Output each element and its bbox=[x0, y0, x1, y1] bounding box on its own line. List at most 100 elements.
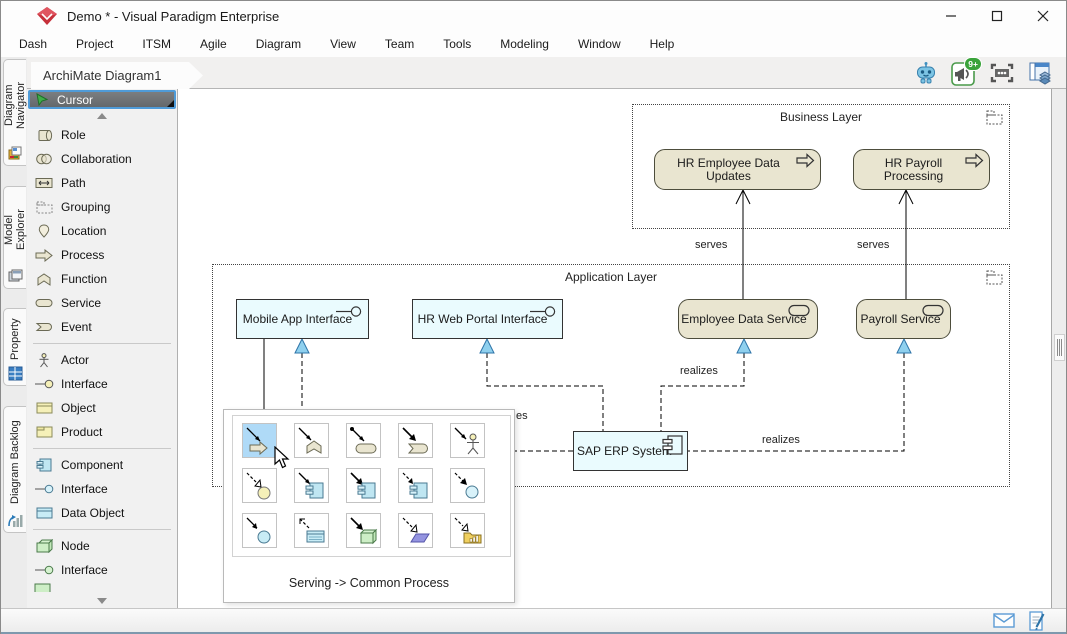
menu-itsm[interactable]: ITSM bbox=[142, 37, 172, 51]
sidebar-tab-diagram-backlog[interactable]: Diagram Backlog bbox=[3, 406, 26, 533]
node-hr-web-portal-interface[interactable]: HR Web Portal Interface bbox=[412, 299, 563, 339]
sidebar-tab-diagram-navigator[interactable]: Diagram Navigator bbox=[3, 59, 27, 166]
panel-splitter-grip[interactable] bbox=[1054, 334, 1065, 361]
close-button[interactable] bbox=[1020, 1, 1066, 31]
palette-item-process[interactable]: Process bbox=[27, 243, 177, 267]
palette-item-collaboration[interactable]: Collaboration bbox=[27, 147, 177, 171]
menu-tools[interactable]: Tools bbox=[443, 37, 472, 51]
edit-note-icon[interactable] bbox=[1029, 610, 1046, 631]
palette-item-interface-application[interactable]: Interface bbox=[27, 477, 177, 501]
diagram-edges bbox=[263, 188, 914, 452]
menu-window[interactable]: Window bbox=[577, 37, 621, 51]
node-payroll-service[interactable]: Payroll Service bbox=[856, 299, 951, 339]
palette-item-event[interactable]: Event bbox=[27, 315, 177, 339]
tool-palette: Cursor Role Collaboration Path bbox=[27, 89, 178, 608]
palette-item-service[interactable]: Service bbox=[27, 291, 177, 315]
catalog-cell-serving-to-node[interactable] bbox=[346, 513, 381, 548]
diagram-canvas[interactable]: Business Layer Application Layer bbox=[178, 89, 1051, 608]
menu-project[interactable]: Project bbox=[76, 37, 114, 51]
title-bar: Demo * - Visual Paradigm Enterprise bbox=[1, 1, 1066, 31]
menu-agile[interactable]: Agile bbox=[200, 37, 227, 51]
menu-help[interactable]: Help bbox=[649, 37, 675, 51]
palette-item-partial[interactable] bbox=[27, 582, 177, 592]
palette-scroll-down[interactable] bbox=[27, 594, 177, 608]
menu-view[interactable]: View bbox=[330, 37, 356, 51]
sidebar-tab-property[interactable]: Property bbox=[3, 308, 26, 386]
menu-dash[interactable]: Dash bbox=[19, 37, 48, 51]
palette-item-location[interactable]: Location bbox=[27, 219, 177, 243]
palette-cursor-tool[interactable]: Cursor bbox=[28, 90, 176, 109]
palette-divider bbox=[33, 448, 171, 449]
palette-item-node[interactable]: Node bbox=[27, 534, 177, 558]
palette-item-role[interactable]: Role bbox=[27, 123, 177, 147]
data-object-icon bbox=[34, 507, 54, 519]
side-tab-strip: Diagram Navigator Model Explorer Propert… bbox=[1, 57, 27, 608]
catalog-cell-serving-to-component[interactable] bbox=[294, 468, 329, 503]
node-icon bbox=[34, 539, 54, 553]
maximize-button[interactable] bbox=[974, 1, 1020, 31]
path-icon bbox=[34, 177, 54, 189]
edge-label-serves: serves bbox=[695, 239, 728, 251]
service-icon bbox=[34, 298, 54, 308]
palette-item-product[interactable]: Product bbox=[27, 420, 177, 444]
edge-label-realizes: realizes bbox=[680, 365, 718, 377]
catalog-cell-serving-to-interface-blue[interactable] bbox=[242, 513, 277, 548]
palette-scroll-up[interactable] bbox=[27, 109, 177, 123]
whats-new-megaphone-icon[interactable]: 9+ bbox=[950, 57, 982, 86]
catalog-cell-realization-to-component[interactable] bbox=[398, 468, 433, 503]
catalog-cell-serving-to-service[interactable] bbox=[346, 423, 381, 458]
node-mobile-app-interface[interactable]: Mobile App Interface bbox=[236, 299, 369, 339]
palette-item-component[interactable]: Component bbox=[27, 453, 177, 477]
catalog-cell-serving-to-actor[interactable] bbox=[450, 423, 485, 458]
application-layer-group[interactable]: Application Layer bbox=[212, 264, 1010, 487]
catalog-cell-serving-to-process[interactable] bbox=[242, 423, 277, 458]
diagram-backlog-icon bbox=[7, 513, 23, 528]
edge-label-realizes: realizes bbox=[762, 434, 800, 446]
palette-item-data-object[interactable]: Data Object bbox=[27, 501, 177, 525]
catalog-cell-serving-to-function[interactable] bbox=[294, 423, 329, 458]
ai-robot-icon[interactable] bbox=[912, 60, 940, 86]
palette-item-function[interactable]: Function bbox=[27, 267, 177, 291]
tab-archimate-diagram1[interactable]: ArchiMate Diagram1 bbox=[31, 62, 203, 89]
palette-item-path[interactable]: Path bbox=[27, 171, 177, 195]
node-hr-employee-data-updates[interactable]: HR Employee Data Updates bbox=[654, 149, 821, 190]
palette-item-object[interactable]: Object bbox=[27, 396, 177, 420]
node-hr-payroll-processing[interactable]: HR Payroll Processing bbox=[853, 149, 990, 190]
menu-diagram[interactable]: Diagram bbox=[255, 37, 302, 51]
role-icon bbox=[34, 129, 54, 142]
palette-item-interface-technology[interactable]: Interface bbox=[27, 558, 177, 582]
visual-paradigm-logo-icon bbox=[37, 7, 57, 25]
business-process-icon bbox=[796, 153, 815, 171]
interface-lollipop-icon bbox=[336, 306, 362, 320]
catalog-cell-access-to-data-object[interactable] bbox=[294, 513, 329, 548]
palette-divider bbox=[33, 529, 171, 530]
collaboration-icon bbox=[34, 153, 54, 165]
palette-item-actor[interactable]: Actor bbox=[27, 348, 177, 372]
mail-icon[interactable] bbox=[993, 613, 1015, 628]
menu-team[interactable]: Team bbox=[384, 37, 415, 51]
node-sap-erp-system[interactable]: SAP ERP System bbox=[573, 431, 688, 471]
grouping-corner-icon bbox=[986, 110, 1003, 130]
palette-item-interface-business[interactable]: Interface bbox=[27, 372, 177, 396]
menu-modeling[interactable]: Modeling bbox=[500, 37, 549, 51]
interface-lollipop-green-icon bbox=[34, 565, 54, 575]
business-layer-label: Business Layer bbox=[779, 110, 863, 124]
catalog-cell-realization-to-deliverable[interactable] bbox=[450, 513, 485, 548]
sidebar-tab-model-explorer[interactable]: Model Explorer bbox=[3, 186, 27, 289]
node-employee-data-service[interactable]: Employee Data Service bbox=[678, 299, 818, 339]
product-icon bbox=[34, 426, 54, 438]
catalog-cell-realization-to-interface-yellow[interactable] bbox=[242, 468, 277, 503]
palette-item-grouping[interactable]: Grouping bbox=[27, 195, 177, 219]
catalog-cell-realization-to-interface-filled[interactable] bbox=[450, 468, 485, 503]
business-layer-group[interactable]: Business Layer bbox=[632, 104, 1010, 229]
catalog-cell-triggering-to-event[interactable] bbox=[398, 423, 433, 458]
catalog-cell-realization-to-artifact[interactable] bbox=[398, 513, 433, 548]
object-icon bbox=[34, 402, 54, 414]
palette-divider bbox=[33, 343, 171, 344]
marquee-select-icon[interactable] bbox=[988, 60, 1016, 86]
minimize-button[interactable] bbox=[928, 1, 974, 31]
window-layers-icon[interactable] bbox=[1026, 60, 1054, 86]
application-layer-label: Application Layer bbox=[564, 270, 658, 284]
catalog-cell-triggering-to-component[interactable] bbox=[346, 468, 381, 503]
cursor-arrow-icon bbox=[36, 93, 49, 106]
